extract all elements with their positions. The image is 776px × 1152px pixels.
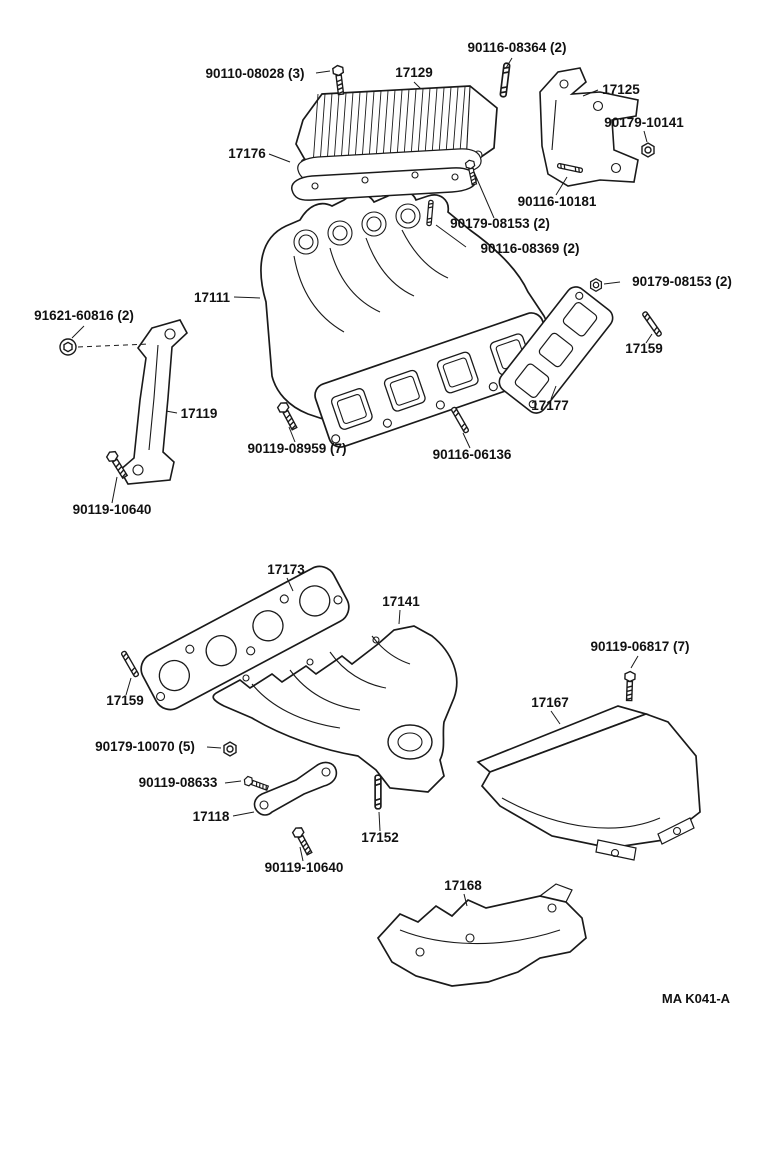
stud-icon-17152 bbox=[374, 774, 382, 810]
part-label-90116-08369: 90116-08369 (2) bbox=[480, 241, 579, 256]
part-label-90119-10640-b: 90119-10640 bbox=[265, 860, 344, 875]
part-label-17118: 17118 bbox=[193, 809, 230, 824]
part-label-90116-06136: 90116-06136 bbox=[433, 447, 512, 462]
part-label-17152: 17152 bbox=[361, 830, 399, 845]
washer-alignment-dashed-line bbox=[77, 343, 151, 348]
part-label-17119: 17119 bbox=[181, 406, 218, 421]
part-17167-heat-insulator-upper bbox=[476, 705, 701, 861]
nut-icon-90179-10070 bbox=[223, 741, 237, 757]
part-17119-bracket bbox=[118, 319, 188, 485]
part-label-90110-08028: 90110-08028 (3) bbox=[205, 66, 304, 81]
part-label-90119-06817: 90119-06817 (7) bbox=[590, 639, 689, 654]
part-17173-exhaust-gasket bbox=[140, 565, 350, 711]
part-17125-bracket bbox=[539, 67, 639, 187]
part-label-90179-08153-a: 90179-08153 (2) bbox=[450, 216, 550, 231]
part-label-90116-10181: 90116-10181 bbox=[518, 194, 597, 209]
bolt-icon-90119-10640-b bbox=[290, 824, 315, 857]
part-label-17159-b: 17159 bbox=[106, 693, 144, 708]
part-label-90179-10141: 90179-10141 bbox=[604, 115, 684, 130]
part-label-90116-08364: 90116-08364 (2) bbox=[467, 40, 566, 55]
stud-icon-90116-06136 bbox=[450, 405, 470, 435]
diagram-code: MA K041-A bbox=[662, 991, 731, 1006]
stud-icon-17159-a bbox=[641, 310, 663, 338]
nut-icon-90179-08153-b bbox=[589, 278, 603, 292]
part-label-17141: 17141 bbox=[382, 594, 420, 609]
stud-icon-17159-b bbox=[120, 649, 140, 679]
part-17118-bracket bbox=[253, 761, 338, 816]
cooling-fins bbox=[312, 86, 466, 166]
part-label-17125: 17125 bbox=[602, 82, 640, 97]
part-label-90119-10640-a: 90119-10640 bbox=[73, 502, 152, 517]
part-label-17177: 17177 bbox=[531, 398, 569, 413]
part-17168-heat-insulator-lower bbox=[376, 883, 587, 987]
part-label-17167: 17167 bbox=[531, 695, 569, 710]
washer-bolt-icon-91621-60816 bbox=[59, 338, 77, 356]
part-17141-exhaust-manifold bbox=[212, 625, 458, 793]
part-label-17159-a: 17159 bbox=[625, 341, 663, 356]
part-label-90179-10070: 90179-10070 (5) bbox=[95, 739, 195, 754]
part-label-90119-08633: 90119-08633 bbox=[139, 775, 218, 790]
part-17177-manifold-gasket bbox=[498, 286, 614, 414]
part-label-17111: 17111 bbox=[194, 290, 231, 305]
part-label-17129: 17129 bbox=[395, 65, 433, 80]
bolt-icon-90110-08028 bbox=[331, 64, 347, 96]
leader-lines bbox=[71, 57, 653, 907]
part-label-17173: 17173 bbox=[267, 562, 305, 577]
stud-icon-90116-08364 bbox=[499, 62, 511, 98]
nut-icon-90179-10141 bbox=[641, 142, 655, 158]
part-label-90179-08153-b: 90179-08153 (2) bbox=[632, 274, 732, 289]
part-label-17168: 17168 bbox=[444, 878, 482, 893]
bolt-icon-90119-06817 bbox=[623, 670, 636, 702]
part-label-91621-60816: 91621-60816 (2) bbox=[34, 308, 134, 323]
part-label-90119-08959: 90119-08959 (7) bbox=[247, 441, 346, 456]
bolt-icon-90119-08633 bbox=[242, 775, 270, 793]
part-label-17176: 17176 bbox=[228, 146, 266, 161]
